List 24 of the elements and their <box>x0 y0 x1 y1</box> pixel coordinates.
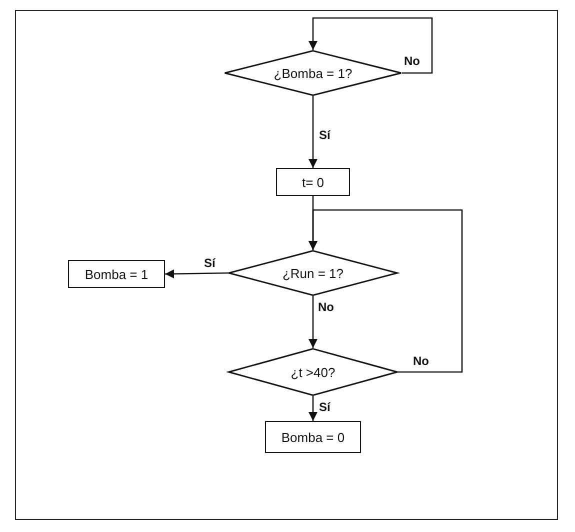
edge-label: Sí <box>318 128 332 142</box>
process-box <box>276 168 350 196</box>
node-label: Bomba = 0 <box>281 430 345 444</box>
edge-label: No <box>403 54 421 68</box>
arrow <box>308 96 318 168</box>
node-label: ¿Run = 1? <box>282 266 344 280</box>
edge-label: Sí <box>318 400 332 414</box>
arrow <box>308 209 463 373</box>
node-label: ¿t >40? <box>290 364 336 380</box>
arrow <box>308 17 433 74</box>
edge-label: No <box>412 354 430 368</box>
decision-diamond <box>228 250 398 296</box>
decision-diamond <box>228 348 398 396</box>
arrow <box>308 396 318 421</box>
node-label: t= 0 <box>302 174 324 190</box>
decision-diamond <box>224 50 402 96</box>
node-label: Bomba = 1 <box>84 266 148 282</box>
process-box <box>265 421 361 453</box>
edge-label: No <box>317 300 335 314</box>
arrow <box>308 296 318 348</box>
arrow <box>164 269 228 278</box>
edge-label: Sí <box>203 256 216 270</box>
process-box <box>68 260 165 288</box>
node-label: ¿Bomba = 1? <box>274 66 352 80</box>
